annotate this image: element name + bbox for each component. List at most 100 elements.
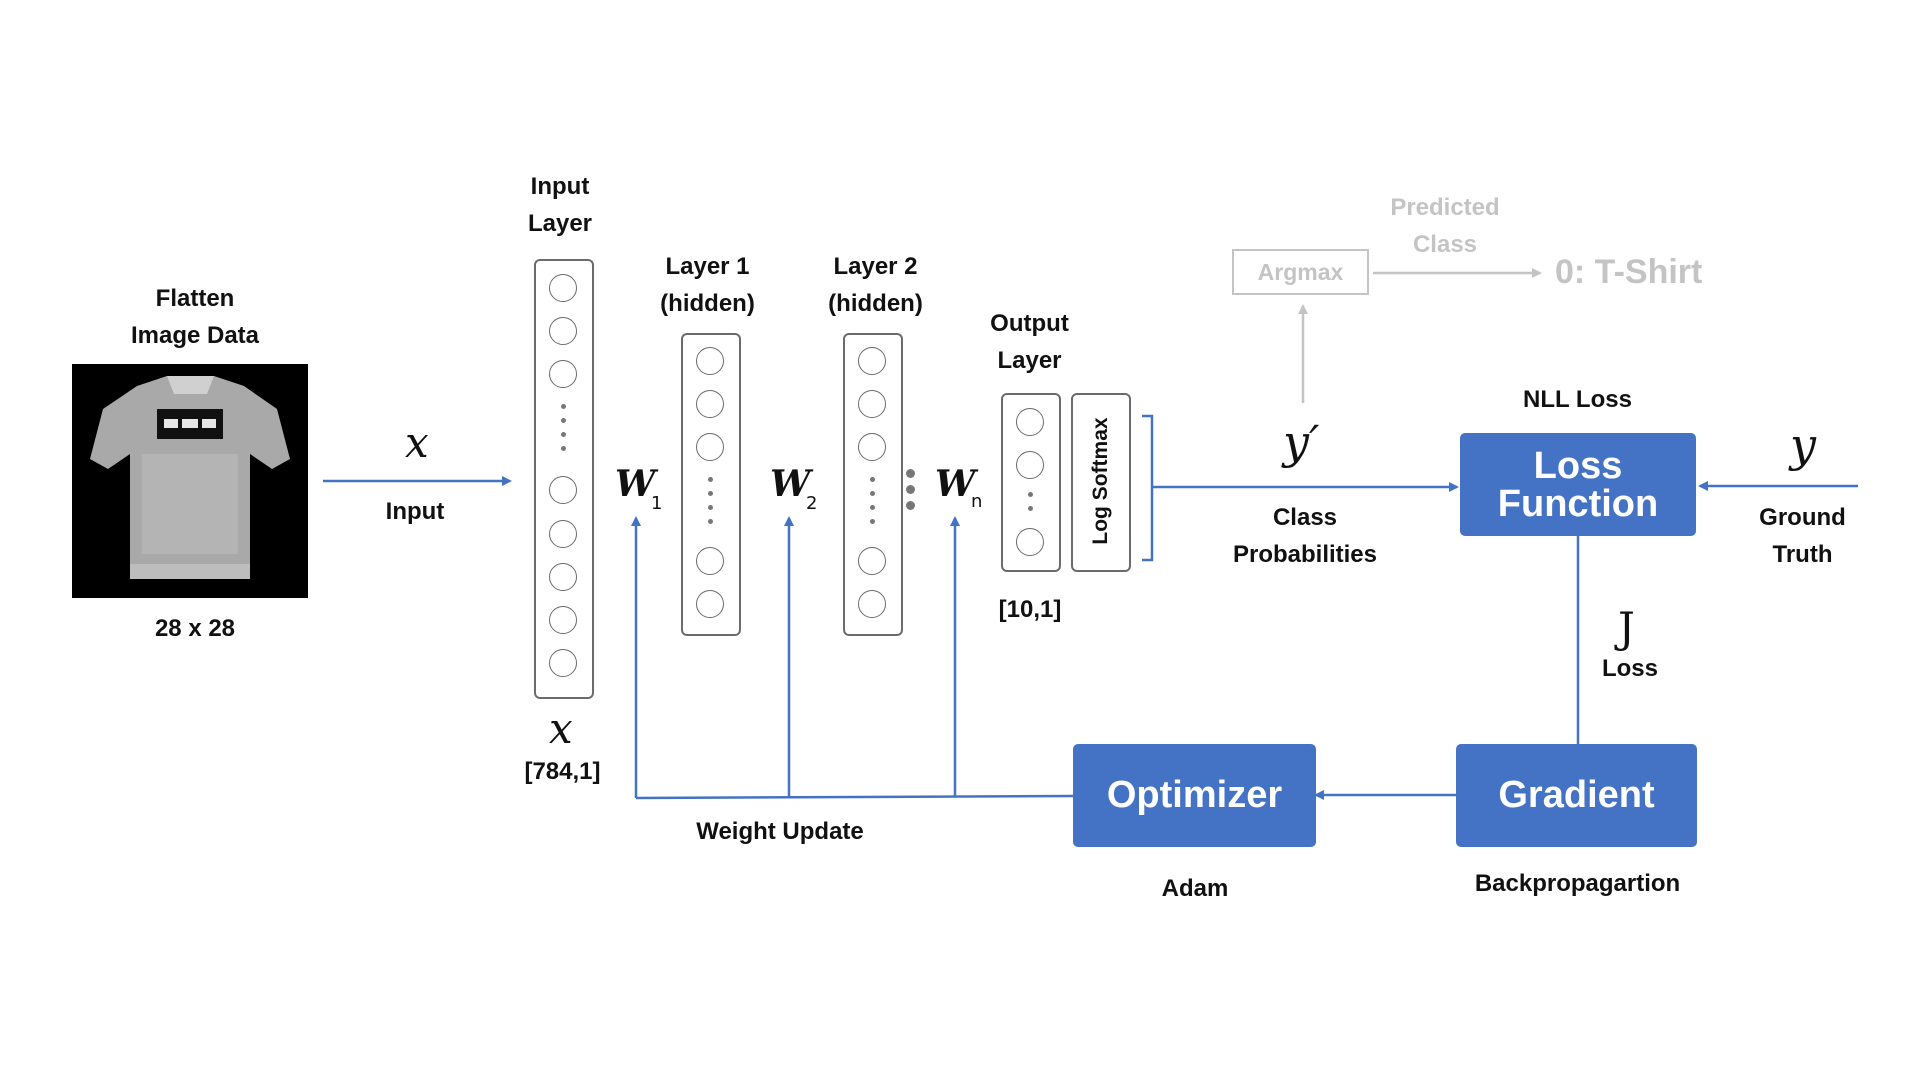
ellipsis-dot	[870, 477, 875, 482]
w1-symbol: W	[615, 463, 656, 505]
neuron	[858, 390, 886, 418]
neuron	[549, 649, 577, 677]
layer2-title-line2: (hidden)	[828, 290, 923, 317]
output-bracket	[1142, 414, 1154, 562]
y-prime-symbol: y′	[1283, 415, 1320, 469]
x-symbol: x	[405, 418, 429, 467]
class-probabilities-label: Class Probabilities	[1210, 499, 1400, 573]
ground-truth-line2: Truth	[1772, 541, 1833, 568]
layer2-title: Layer 2 (hidden)	[808, 248, 943, 322]
layer1-title: Layer 1 (hidden)	[640, 248, 775, 322]
image-title-line2: Image Data	[130, 322, 260, 349]
weight-w1: W 1	[615, 463, 675, 514]
w1-subscript: 1	[651, 493, 663, 514]
layer1-title-line2: (hidden)	[660, 290, 755, 317]
input-layer-title-line2: Layer	[527, 210, 593, 237]
output-layer-title-line1: Output	[990, 310, 1069, 337]
neuron	[696, 347, 724, 375]
weight-wn: W n	[935, 463, 995, 513]
ellipsis-dot	[1028, 506, 1033, 511]
gradient-box-label: Gradient	[1498, 774, 1655, 816]
tshirt-image	[72, 364, 308, 598]
gradient-box: Gradient	[1456, 744, 1697, 847]
optimizer-box: Optimizer	[1073, 744, 1316, 847]
weight-w2: W 2	[770, 463, 830, 514]
loss-function-line2: Function	[1497, 482, 1659, 525]
wn-symbol: W	[935, 463, 976, 505]
output-layer	[1001, 393, 1061, 572]
predicted-class-line1: Predicted	[1390, 194, 1500, 221]
w2-subscript: 2	[806, 493, 818, 514]
output-layer-title-line2: Layer	[997, 347, 1062, 374]
neuron	[858, 547, 886, 575]
hidden-layer-1	[681, 333, 741, 636]
input-layer-title-line1: Input	[530, 173, 590, 200]
ellipsis-dot	[708, 477, 713, 482]
neuron	[696, 433, 724, 461]
neuron	[549, 606, 577, 634]
ellipsis-dot	[870, 505, 875, 510]
neuron	[696, 390, 724, 418]
j-symbol: J	[1618, 603, 1635, 652]
neuron	[858, 347, 886, 375]
argmax-box: Argmax	[1232, 249, 1369, 295]
neuron	[549, 360, 577, 388]
weight-update-line	[635, 794, 1074, 800]
ellipsis-dot	[561, 432, 566, 437]
neuron	[696, 590, 724, 618]
hidden-layer-2	[843, 333, 903, 636]
argmax-label: Argmax	[1257, 258, 1344, 285]
input-layer-x-symbol: x	[549, 704, 573, 753]
loss-symbol-label: Loss	[1601, 655, 1658, 682]
ellipsis-dot	[561, 446, 566, 451]
image-size-label: 28 x 28	[154, 615, 236, 642]
ellipsis-dot	[870, 491, 875, 496]
wn-subscript: n	[971, 491, 983, 512]
ground-truth-line1: Ground	[1759, 504, 1846, 531]
neuron	[858, 590, 886, 618]
neuron	[696, 547, 724, 575]
image-title: Flatten Image Data	[100, 280, 290, 354]
output-layer-shape: [10,1]	[998, 596, 1062, 623]
class-probabilities-line1: Class	[1272, 504, 1338, 531]
log-softmax-box: Log Softmax	[1071, 393, 1131, 572]
ellipsis-dot	[708, 491, 713, 496]
adam-label: Adam	[1161, 875, 1229, 902]
input-layer-shape: [784,1]	[524, 758, 601, 785]
input-label: Input	[385, 498, 445, 525]
ground-truth-label: Ground Truth	[1745, 499, 1860, 573]
predicted-class-line2: Class	[1412, 231, 1478, 258]
neuron	[1016, 451, 1044, 479]
predicted-class-result: 0: T-Shirt	[1555, 253, 1703, 291]
loss-function-box: Loss Function	[1460, 433, 1696, 536]
ellipsis-dot	[561, 418, 566, 423]
neuron	[1016, 528, 1044, 556]
neuron	[858, 433, 886, 461]
log-softmax-label: Log Softmax	[1089, 417, 1112, 545]
layer2-title-line1: Layer 2	[833, 253, 918, 280]
neuron	[549, 563, 577, 591]
ellipsis-dot	[708, 505, 713, 510]
input-layer	[534, 259, 594, 699]
nll-loss-title: NLL Loss	[1523, 386, 1632, 413]
optimizer-box-label: Optimizer	[1106, 774, 1283, 816]
neuron	[549, 274, 577, 302]
loss-function-line1: Loss	[1533, 444, 1623, 487]
layers-ellipsis-dot	[906, 485, 915, 494]
ellipsis-dot	[1028, 492, 1033, 497]
ellipsis-dot	[870, 519, 875, 524]
backpropagation-label: Backpropagartion	[1474, 870, 1681, 897]
output-layer-title: Output Layer	[972, 305, 1087, 379]
class-probabilities-line2: Probabilities	[1232, 541, 1378, 568]
neuron	[549, 476, 577, 504]
layers-ellipsis-dot	[906, 501, 915, 510]
layers-ellipsis-dot	[906, 469, 915, 478]
predicted-class-label: Predicted Class	[1370, 189, 1520, 263]
neuron	[549, 520, 577, 548]
neuron	[1016, 408, 1044, 436]
image-title-line1: Flatten	[155, 285, 235, 312]
w2-symbol: W	[770, 463, 811, 505]
neuron	[549, 317, 577, 345]
